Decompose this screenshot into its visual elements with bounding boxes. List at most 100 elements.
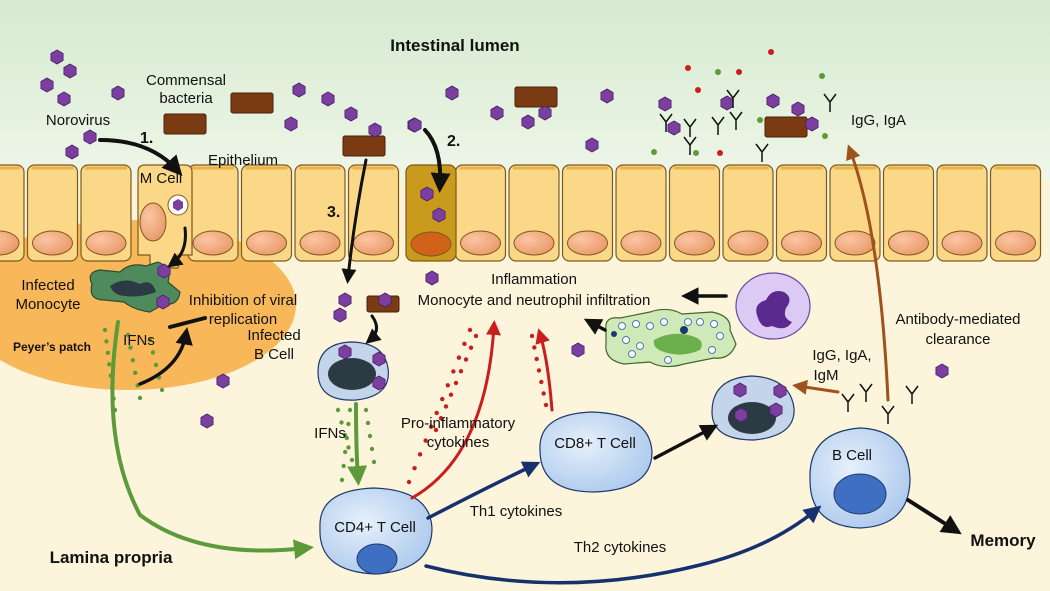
arrow-brown-antibody-infected	[792, 379, 840, 395]
epithelial-cell	[26, 164, 79, 262]
epithelial-cell	[454, 164, 507, 262]
virus-particle	[338, 344, 352, 360]
virus-particle	[734, 407, 748, 423]
epithelial-cell	[882, 164, 935, 262]
m-cell	[137, 164, 193, 269]
virus-particle	[63, 63, 77, 79]
virus-particle	[284, 116, 298, 132]
cd4-t-cell	[319, 487, 433, 575]
arrow-mcell-monocyte	[167, 226, 187, 268]
virus-particle	[65, 144, 79, 160]
arrow-red-cd4-inflammation	[410, 320, 501, 500]
infected-epithelial-cell	[405, 164, 457, 262]
arrow-step2	[423, 128, 451, 193]
virus-particle	[50, 49, 64, 65]
epithelial-cell	[187, 164, 239, 262]
labels: Intestinal lumen Commensal bacteria Noro…	[13, 36, 1036, 567]
virus-particle	[408, 117, 422, 133]
label-epithelium: Epithelium	[208, 152, 278, 169]
infected-b-cell	[317, 341, 389, 401]
arrow-bacteria-bcell	[365, 314, 382, 344]
virus-particle	[773, 383, 787, 399]
label-lamina-propria: Lamina propria	[50, 548, 173, 567]
arrow-step1	[98, 138, 183, 176]
virus-particle	[445, 85, 459, 101]
epithelial-cell	[722, 164, 774, 262]
label-norovirus: Norovirus	[46, 112, 110, 129]
label-peyers-patch: Peyer’s patch	[13, 340, 91, 354]
virus-particle	[321, 91, 335, 107]
virus-particle	[157, 263, 171, 279]
virus-particle	[338, 292, 352, 308]
virus-particle	[585, 137, 599, 153]
arrow-memory	[906, 498, 962, 535]
label-memory: Memory	[970, 531, 1036, 550]
virus-particle	[111, 85, 125, 101]
label-ifns-left: IFNs	[123, 332, 155, 349]
virus-particle	[600, 88, 614, 104]
neutrophil-icon	[735, 272, 811, 340]
arrow-blue-cd4-bcell	[424, 505, 822, 585]
label-antibody-1: Antibody-mediated	[895, 311, 1020, 328]
epithelium-layer	[0, 164, 1042, 262]
epithelial-cell	[936, 164, 988, 262]
virus-particle	[791, 101, 805, 117]
virus-particle	[432, 207, 446, 223]
arrow-inhibition	[138, 327, 193, 386]
virus-particle	[733, 382, 747, 398]
arrow-cd8-kill	[653, 424, 719, 460]
label-infected-bcell-2: B Cell	[254, 346, 294, 363]
label-commensal-1: Commensal	[146, 72, 226, 89]
virus-particle	[83, 129, 97, 145]
virus-particle	[667, 120, 681, 136]
virus-particle	[333, 307, 347, 323]
virus-particle	[805, 116, 819, 132]
b-cell	[809, 427, 911, 529]
epithelial-cell	[668, 164, 721, 262]
epithelial-cell	[508, 164, 560, 262]
arrow-step3	[341, 158, 368, 284]
label-b-cell: B Cell	[832, 447, 872, 464]
arrow-red-cd8-inflammation	[535, 328, 554, 412]
label-igg-iga-igm-2: IgM	[813, 367, 838, 384]
arrow-monocyte-inflammation	[583, 318, 607, 335]
virus-particle	[571, 342, 585, 358]
virus-particle	[720, 95, 734, 111]
virus-particle	[538, 105, 552, 121]
infiltrating-monocyte	[605, 308, 737, 368]
virus-particle	[156, 294, 170, 310]
antibody-y-icon	[659, 89, 919, 424]
epithelial-cell	[80, 164, 132, 262]
virus-particle	[368, 122, 382, 138]
label-infected-monocyte-2: Monocyte	[15, 296, 80, 313]
label-ifns-mid: IFNs	[314, 425, 346, 442]
inhibition-bar	[168, 316, 207, 329]
virus-particle	[425, 270, 439, 286]
label-inflammation-2: Monocyte and neutrophil infiltration	[418, 292, 651, 309]
label-inhibition-2: replication	[209, 311, 277, 328]
epithelial-cell	[561, 164, 614, 262]
virus-particle	[935, 363, 949, 379]
cytokine-dots	[102, 49, 828, 485]
virus-particle	[766, 93, 780, 109]
epithelial-cell	[294, 164, 346, 262]
label-cd8-tcell: CD8+ T Cell	[554, 435, 636, 452]
virus-particle	[658, 96, 672, 112]
label-commensal-2: bacteria	[159, 90, 213, 107]
epithelial-cell	[615, 164, 667, 262]
label-proinflammatory-1: Pro-inflammatory	[401, 415, 516, 432]
virus-particle	[216, 373, 230, 389]
arrow-brown-bcell-lumen	[846, 144, 890, 402]
title-intestinal-lumen: Intestinal lumen	[390, 36, 519, 55]
label-infected-bcell-1: Infected	[247, 327, 300, 344]
label-step1: 1.	[140, 130, 153, 147]
label-th2-cytokines: Th2 cytokines	[574, 539, 667, 556]
label-m-cell: M Cell	[140, 170, 183, 187]
label-inhibition-1: Inhibition of viral	[189, 292, 297, 309]
virus-hexagon-icon	[40, 49, 949, 429]
arrow-green-bcell-cd4	[347, 402, 368, 486]
virus-particle	[521, 114, 535, 130]
epithelial-cell	[775, 164, 828, 262]
